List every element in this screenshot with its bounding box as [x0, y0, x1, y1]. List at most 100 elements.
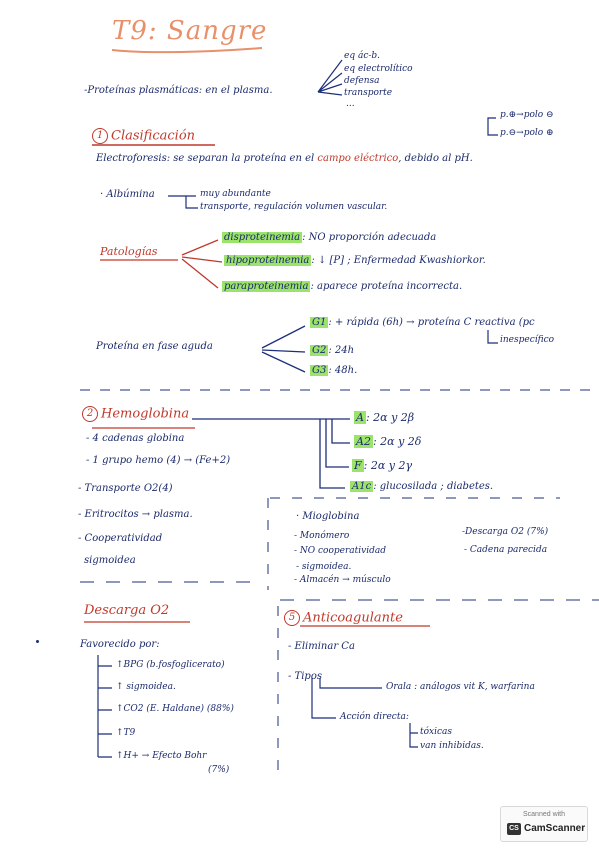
- hb-point-5: - Cooperatividad: [78, 533, 163, 544]
- hb-point-2: - 1 grupo hemo (4) → (Fe+2): [86, 455, 231, 466]
- scanned-with-text: Scanned with: [522, 811, 566, 818]
- mio-point-4: - Almacén → músculo: [294, 575, 391, 585]
- camscanner-badge: Scanned with CS CamScanner: [500, 806, 588, 842]
- patologias-arrows: [181, 239, 223, 289]
- hemoglobina-arrow: [192, 418, 350, 489]
- section-1-number: 1: [92, 128, 108, 144]
- electroforesis-text: Electroforesis: se separan la proteína e…: [96, 153, 315, 164]
- g2: G2: [310, 345, 329, 356]
- hb-a1c-desc: : glucosilada ; diabetes.: [373, 481, 494, 492]
- polo-minus: p.⊖→polo ⊕: [500, 128, 554, 138]
- fase-aguda-label: Proteína en fase aguda: [96, 341, 213, 352]
- hb-point-3: - Transporte O2(4): [78, 483, 173, 494]
- hipoproteinemia: hipoproteinemia: [224, 255, 312, 266]
- mio-point-2: - NO cooperatividad: [294, 546, 386, 556]
- section-2-number: 2: [82, 406, 98, 422]
- descarga-heading: Descarga O2: [84, 603, 170, 618]
- hb-a2: A2: 2α y 2δ: [354, 435, 422, 448]
- hb-point-4: - Eritrocitos → plasma.: [78, 509, 193, 520]
- g1: G1: [310, 317, 329, 328]
- hipoproteinemia-desc: : ↓ [P] ; Enfermedad Kwashiorkor.: [311, 255, 486, 266]
- electroforesis-line: Electroforesis: se separan la proteína e…: [96, 154, 473, 164]
- camscanner-logo-icon: CS: [507, 823, 521, 835]
- campo-electrico: campo eléctrico: [317, 153, 399, 164]
- patologia-1: disproteinemia: NO proporción adecuada: [222, 232, 437, 243]
- albumina-arrows: [168, 195, 198, 209]
- patologias-label: Patologías: [100, 245, 158, 258]
- favor-1: ↑BPG (b.fosfoglicerato): [116, 660, 225, 670]
- fase-aguda-arrows: [261, 325, 306, 373]
- anti-directa-1: tóxicas: [420, 727, 453, 737]
- section-1-title: Clasificación: [111, 128, 196, 144]
- g3: G3: [310, 365, 329, 376]
- g1-line: G1: + rápida (6h) → proteína C reactiva …: [310, 317, 535, 328]
- ink-dot: [36, 640, 39, 643]
- camscanner-brand: CamScanner: [524, 823, 586, 834]
- favor-3: ↑CO2 (E. Haldane) (88%): [116, 704, 234, 714]
- anti-point-2: - Tipos: [288, 671, 322, 682]
- anti-directa-2: van inhibidas.: [420, 741, 484, 751]
- favorecido-label: Favorecido por:: [80, 639, 160, 650]
- g2-desc: : 24h: [328, 345, 355, 356]
- albumina-point-1: muy abundante: [200, 189, 271, 199]
- g3-line: G3: 48h.: [310, 365, 358, 376]
- anti-directa: Acción directa:: [340, 712, 409, 722]
- disproteinemia: disproteinemia: [222, 232, 303, 243]
- favor-5-percent: (7%): [208, 765, 230, 775]
- anti-point-1: - Eliminar Ca: [288, 641, 355, 652]
- hb-f: F: 2α y 2γ: [352, 459, 413, 472]
- mio-point-6: - Cadena parecida: [464, 545, 548, 555]
- hb-f-desc: : 2α y 2γ: [363, 459, 413, 472]
- mioglobina-title: · Mioglobina: [296, 511, 360, 522]
- proteinas-item: eq ác-b.: [344, 51, 381, 61]
- favorecido-bracket: [97, 655, 112, 758]
- tipos-arrows: [311, 678, 418, 748]
- hb-a-label: A: [354, 411, 366, 424]
- inespecifico-arrow: [487, 330, 498, 344]
- polo-plus: p.⊕→polo ⊖: [500, 110, 554, 120]
- electroforesis-end: , debido al pH.: [398, 153, 473, 164]
- proteinas-item: defensa: [344, 76, 380, 86]
- hb-a1c-label: A1c: [350, 481, 374, 492]
- hb-a: A: 2α y 2β: [354, 411, 415, 424]
- section-5-title: Anticoagulante: [303, 610, 403, 626]
- page-title: T9: Sangre: [112, 16, 268, 46]
- mio-point-3: - sigmoidea.: [296, 562, 352, 572]
- hb-a-desc: : 2α y 2β: [365, 411, 415, 424]
- favor-2: ↑ sigmoidea.: [116, 682, 176, 692]
- mio-point-5: -Descarga O2 (7%): [462, 527, 549, 537]
- patologia-3: paraproteinemia: aparece proteína incorr…: [222, 281, 462, 292]
- section-2-title: Hemoglobina: [101, 406, 190, 422]
- proteinas-label: -Proteínas plasmáticas: en el plasma.: [84, 85, 273, 96]
- hb-point-6: sigmoidea: [84, 555, 136, 566]
- proteinas-item: ...: [346, 99, 355, 109]
- hb-a2-desc: : 2α y 2δ: [372, 435, 422, 448]
- g3-desc: : 48h.: [328, 365, 358, 376]
- title-underline: [111, 47, 263, 54]
- polo-bracket: [487, 117, 498, 136]
- favor-4: ↑T9: [116, 728, 136, 738]
- favor-5: ↑H+ → Efecto Bohr: [116, 751, 207, 761]
- albumina-point-2: transporte, regulación volumen vascular.: [200, 202, 388, 212]
- patologia-2: hipoproteinemia: ↓ [P] ; Enfermedad Kwas…: [224, 255, 486, 266]
- vertical-divider: [267, 498, 279, 770]
- mio-point-1: - Monómero: [294, 531, 350, 541]
- hb-f-label: F: [352, 459, 364, 472]
- proteinas-arrows: [317, 59, 343, 96]
- g1-inespecifico: inespecífico: [500, 335, 555, 345]
- anti-oral: Orala : análogos vit K, warfarina: [386, 682, 535, 692]
- hb-a1c: A1c: glucosilada ; diabetes.: [350, 481, 494, 492]
- hb-a2-label: A2: [354, 435, 373, 448]
- section-5-number: 5: [284, 610, 300, 626]
- albumina-label: · Albúmina: [100, 189, 155, 200]
- proteinas-item: eq electrolítico: [344, 64, 413, 74]
- g1-desc: : + rápida (6h) → proteína C reactiva (p…: [328, 317, 535, 328]
- paraproteinemia: paraproteinemia: [222, 281, 311, 292]
- disproteinemia-desc: : NO proporción adecuada: [302, 232, 437, 243]
- proteinas-item: transporte: [344, 88, 393, 98]
